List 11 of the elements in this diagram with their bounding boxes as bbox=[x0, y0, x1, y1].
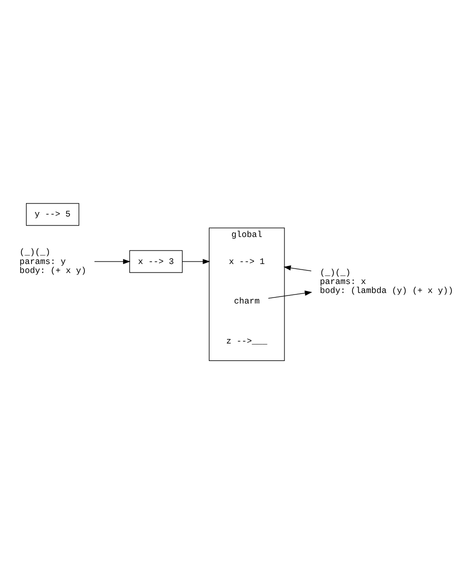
node-text: x --> 1 bbox=[228, 256, 265, 267]
arrow bbox=[182, 259, 210, 264]
node-text: charm bbox=[234, 296, 260, 307]
arrow bbox=[284, 265, 312, 272]
node-text: (_)(_) params: x body: (lambda (y) (+ x y)) bbox=[320, 268, 454, 296]
node-text: (_)(_) params: y body: (+ x y) bbox=[20, 248, 86, 276]
node-box: y --> 5 bbox=[26, 203, 80, 226]
node-box: x --> 3 bbox=[129, 250, 183, 273]
node-text: z -->___ bbox=[226, 336, 268, 346]
arrow bbox=[94, 259, 130, 264]
arrow bbox=[268, 290, 312, 299]
